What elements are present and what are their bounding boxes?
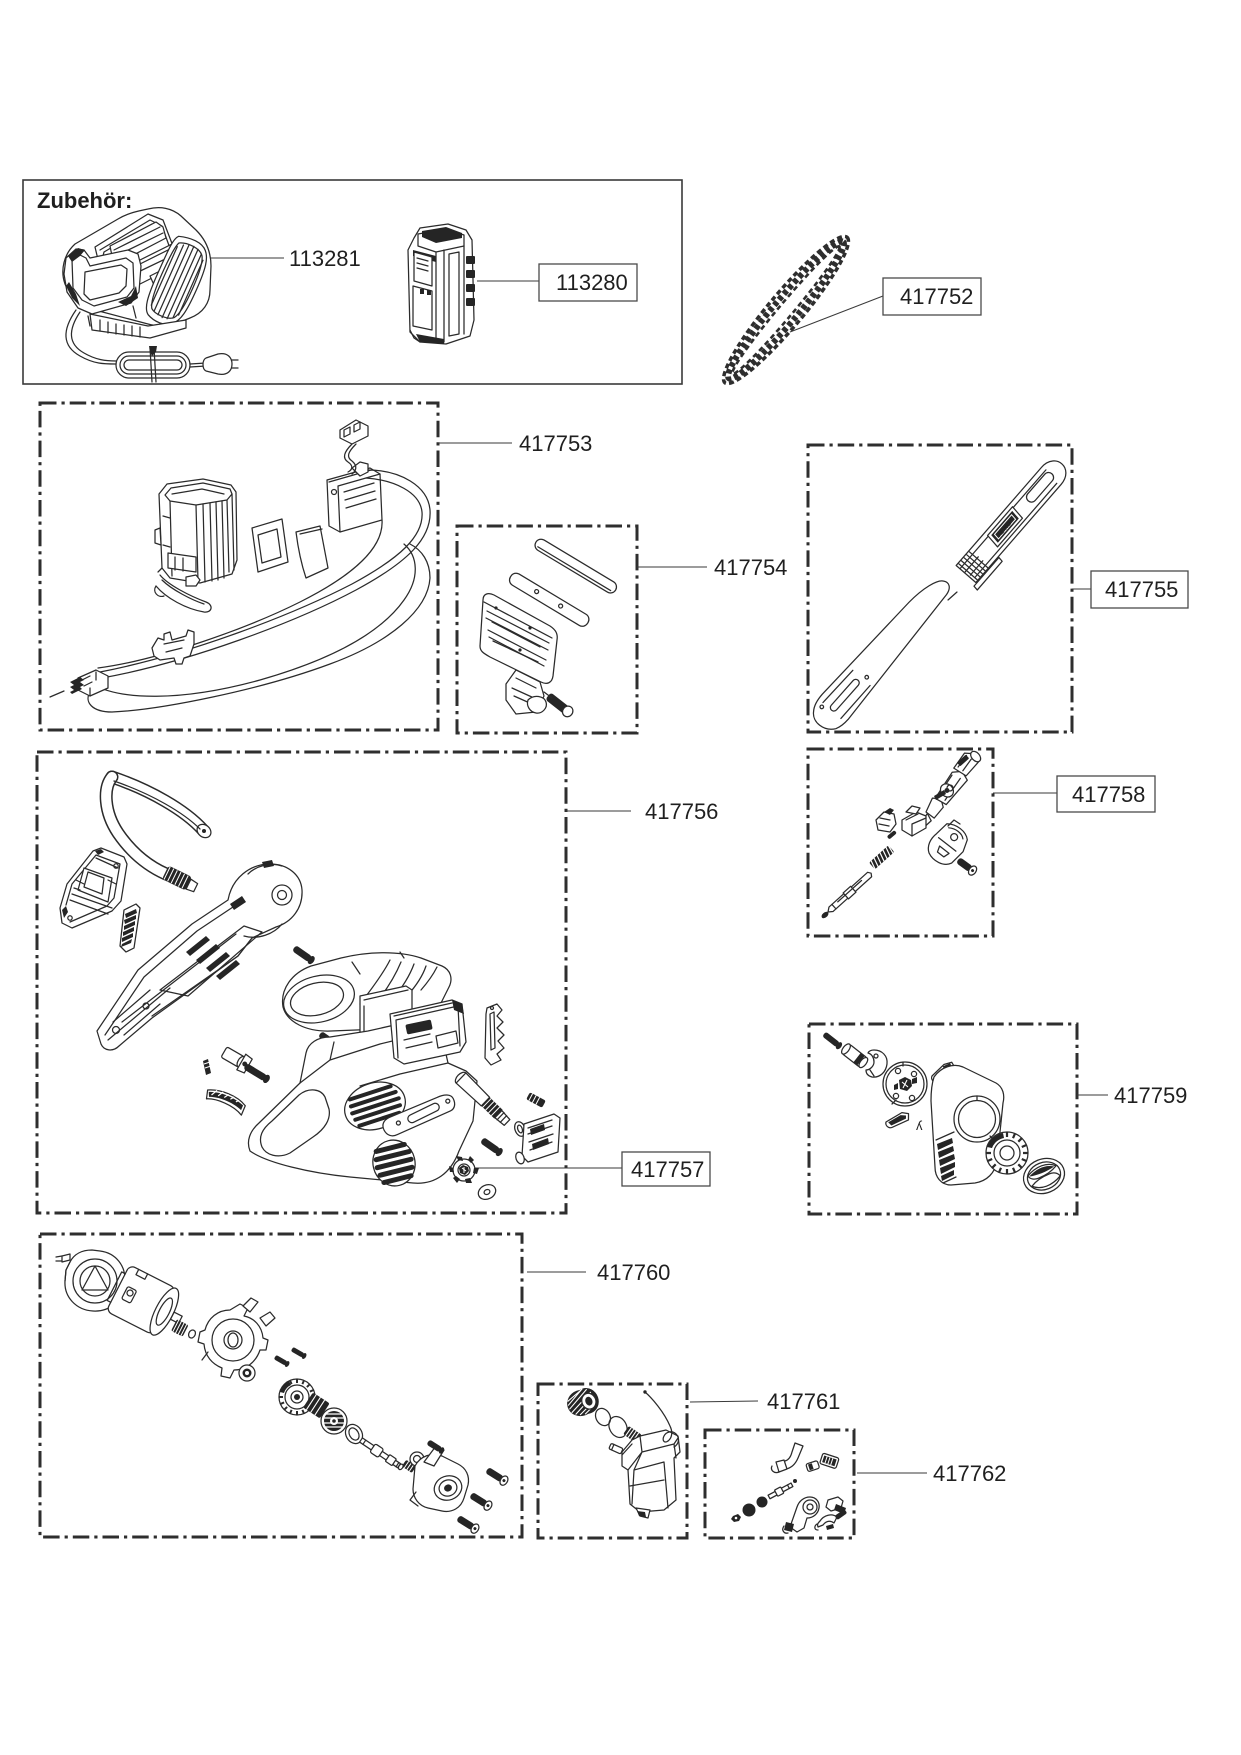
svg-text:417759: 417759 (1114, 1083, 1187, 1108)
svg-text:113281: 113281 (289, 246, 361, 271)
svg-text:417758: 417758 (1072, 782, 1145, 807)
svg-text:417756: 417756 (645, 799, 718, 824)
svg-text:417761: 417761 (767, 1389, 840, 1414)
svg-text:417755: 417755 (1105, 577, 1178, 602)
svg-text:417760: 417760 (597, 1260, 670, 1285)
svg-text:Zubehör:: Zubehör: (37, 188, 132, 213)
svg-text:113280: 113280 (556, 270, 628, 295)
svg-text:417754: 417754 (714, 555, 787, 580)
svg-text:417757: 417757 (631, 1157, 704, 1182)
svg-text:417762: 417762 (933, 1461, 1006, 1486)
svg-text:417753: 417753 (519, 431, 592, 456)
svg-text:ʎ: ʎ (916, 1118, 923, 1133)
svg-text:417752: 417752 (900, 284, 973, 309)
